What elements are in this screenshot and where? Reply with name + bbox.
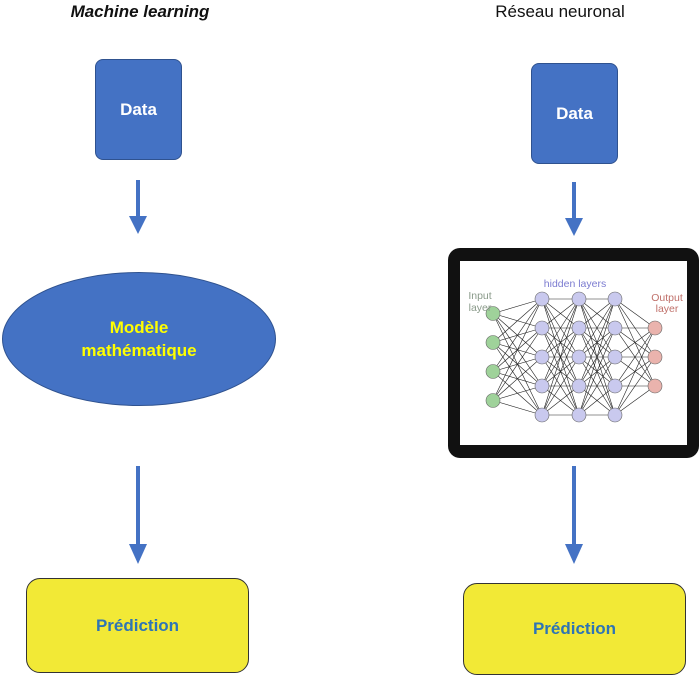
- input-node: [485, 306, 501, 321]
- hidden-node: [534, 320, 550, 336]
- network-connection: [614, 385, 656, 416]
- math-model-label-line2: mathématique: [81, 341, 197, 360]
- network-connection: [492, 298, 543, 401]
- arrow-down-icon: [129, 466, 147, 564]
- input-node: [485, 335, 501, 350]
- input-layer-label-line2: layer: [469, 302, 492, 314]
- neural-network-image: Input layer hidden layers Output layer: [448, 248, 699, 458]
- prediction-box-left: Prédiction: [26, 578, 249, 673]
- output-node: [647, 349, 663, 365]
- math-model-label-line1: Modèle: [109, 318, 169, 337]
- hidden-node: [607, 349, 623, 365]
- neural-network-title: Réseau neuronal: [495, 2, 625, 21]
- network-connection: [614, 327, 656, 416]
- input-node: [485, 393, 501, 408]
- network-connection: [492, 327, 543, 401]
- hidden-node: [534, 407, 550, 423]
- output-node: [647, 320, 663, 336]
- arrow-down-icon: [565, 182, 583, 236]
- network-connection: [541, 298, 580, 387]
- data-box-right-label: Data: [556, 103, 593, 123]
- network-connection: [492, 356, 543, 401]
- network-connection: [614, 327, 656, 387]
- hidden-node: [534, 291, 550, 307]
- network-connection: [578, 327, 616, 416]
- hidden-node: [571, 349, 587, 365]
- network-connection: [614, 298, 656, 329]
- hidden-layers-label: hidden layers: [544, 278, 606, 290]
- hidden-node: [534, 349, 550, 365]
- network-connection: [492, 298, 543, 314]
- network-connection: [578, 385, 616, 416]
- data-box-right: Data: [531, 63, 618, 164]
- network-connection: [541, 385, 580, 416]
- network-connection: [541, 356, 580, 416]
- network-connection: [492, 298, 543, 343]
- network-connection: [578, 298, 616, 358]
- network-connection: [614, 327, 656, 358]
- hidden-node: [571, 291, 587, 307]
- prediction-box-right: Prédiction: [463, 583, 686, 675]
- math-model-ellipse: Modèle mathématique: [2, 272, 276, 406]
- arrow-down-icon: [129, 180, 147, 234]
- input-node: [485, 364, 501, 379]
- output-layer-label-line1: Output: [651, 292, 683, 304]
- network-connection: [541, 298, 580, 416]
- network-connection: [492, 385, 543, 401]
- hidden-node: [534, 378, 550, 394]
- network-connection: [541, 298, 580, 329]
- network-connection: [541, 327, 580, 416]
- hidden-node: [571, 320, 587, 336]
- data-box-left: Data: [95, 59, 182, 160]
- hidden-node: [571, 407, 587, 423]
- output-node: [647, 378, 663, 394]
- neural-network-diagram: Input layer hidden layers Output layer: [468, 278, 683, 423]
- hidden-node: [571, 378, 587, 394]
- input-layer-label-line1: Input: [468, 290, 491, 302]
- network-connection: [492, 298, 543, 372]
- prediction-box-left-label: Prédiction: [95, 615, 180, 635]
- arrow-down-icon: [565, 466, 583, 564]
- network-connection: [541, 298, 580, 358]
- hidden-node: [607, 407, 623, 423]
- network-connection: [578, 356, 616, 416]
- machine-learning-title: Machine learning: [70, 2, 210, 21]
- data-box-left-label: Data: [120, 99, 157, 119]
- prediction-box-right-label: Prédiction: [532, 619, 617, 638]
- hidden-node: [607, 291, 623, 307]
- network-connection: [578, 298, 616, 329]
- network-connection: [578, 298, 616, 416]
- network-connection: [578, 298, 616, 387]
- hidden-node: [607, 378, 623, 394]
- network-connection: [614, 356, 656, 416]
- output-layer-label-line2: layer: [656, 303, 679, 315]
- network-connection: [492, 400, 543, 416]
- hidden-node: [607, 320, 623, 336]
